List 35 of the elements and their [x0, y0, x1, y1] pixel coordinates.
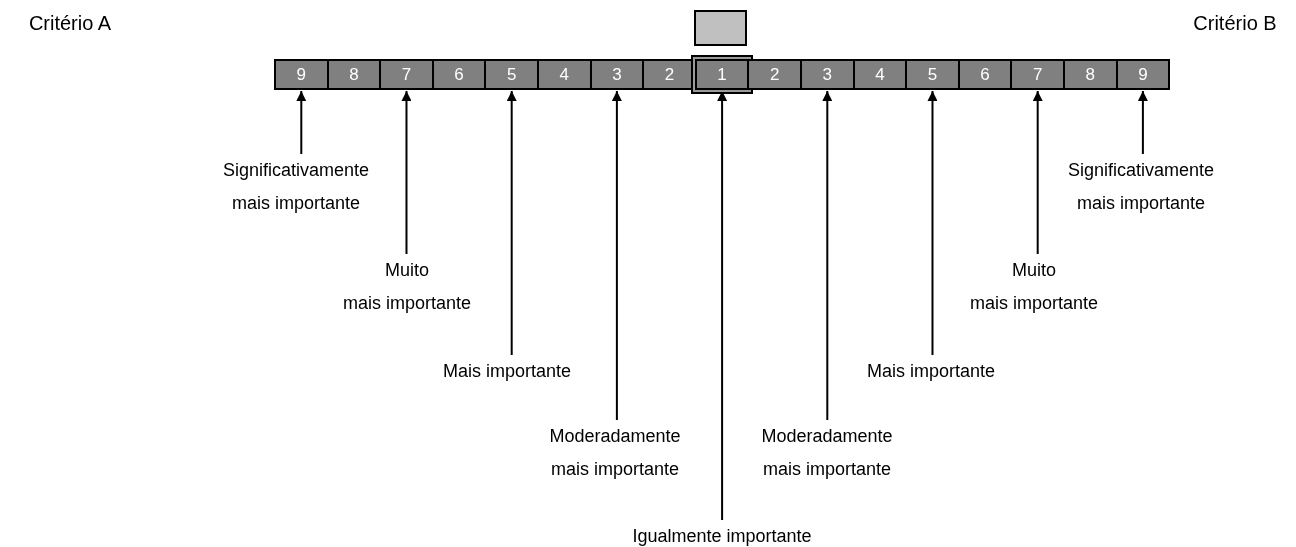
scale-cell: 9	[1115, 59, 1171, 90]
arrow	[401, 90, 412, 255]
scale-cell: 5	[484, 59, 539, 90]
scale-cell: 8	[326, 59, 382, 90]
scale-cell: 5	[905, 59, 960, 90]
arrow	[296, 90, 307, 155]
scale-label: Significativamente mais importante	[1067, 154, 1215, 220]
scale-label: Significativamente mais importante	[222, 154, 370, 220]
scale-cell: 3	[800, 59, 855, 90]
scale-cell: 7	[379, 59, 434, 90]
criterion-label: Critério A	[28, 12, 112, 35]
arrow	[822, 90, 833, 421]
scale-label: Igualmente importante	[632, 520, 812, 547]
arrow	[927, 90, 938, 356]
scale-cell: 6	[957, 59, 1013, 90]
scale-cell: 3	[589, 59, 645, 90]
scale-label: Moderadamente mais importante	[549, 420, 681, 486]
scale-label: Mais importante	[442, 355, 572, 388]
arrow	[506, 90, 517, 356]
scale-cell: 2	[747, 59, 802, 90]
box-shape	[694, 10, 747, 46]
criterion-label: Critério B	[1193, 12, 1277, 35]
scale-cell: 7	[1010, 59, 1065, 90]
scale-label: Mais importante	[866, 355, 996, 388]
scale-cell: 4	[537, 59, 592, 90]
arrow	[1032, 90, 1043, 255]
arrow	[1137, 90, 1148, 155]
scale-label: Moderadamente mais importante	[761, 420, 893, 486]
scale-cell: 4	[852, 59, 908, 90]
scale-label: Muito mais importante	[969, 254, 1099, 320]
scale-cell: 6	[431, 59, 487, 90]
arrow	[611, 90, 622, 421]
scale-cell: 9	[274, 59, 329, 90]
scale-label: Muito mais importante	[342, 254, 472, 320]
scale-cell: 8	[1063, 59, 1118, 90]
